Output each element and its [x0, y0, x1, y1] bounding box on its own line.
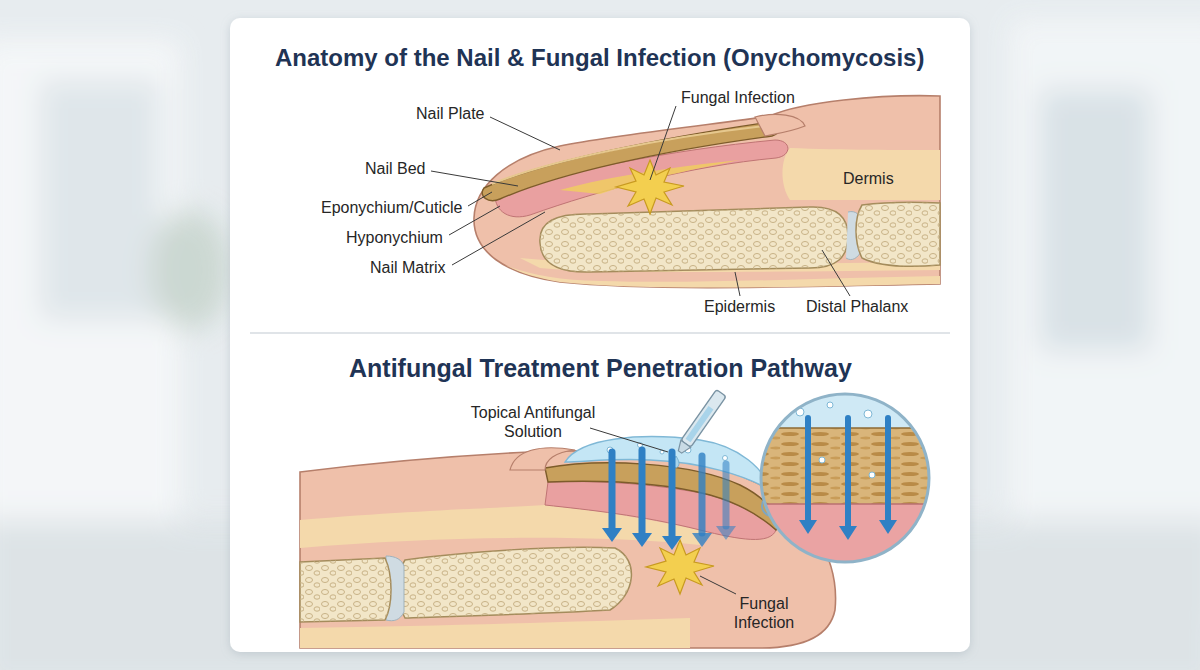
part-label: Eponychium/Cuticle	[321, 198, 462, 217]
part-label: Topical Antifungal Solution	[458, 403, 608, 441]
diagram-title: Anatomy of the Nail & Fungal Infection (…	[275, 44, 924, 73]
part-label: Dermis	[843, 169, 894, 188]
part-label: Nail Plate	[416, 104, 484, 123]
section-heading: Antifungal Treatment Penetration Pathway	[349, 353, 852, 383]
part-label: Hyponychium	[346, 228, 443, 247]
part-label: Nail Bed	[365, 159, 425, 178]
part-label: Fungal Infection	[681, 88, 795, 107]
part-label: Epidermis	[704, 297, 775, 316]
part-label: Distal Phalanx	[806, 297, 908, 316]
part-label: Fungal Infection	[719, 594, 809, 632]
part-label: Nail Matrix	[370, 258, 446, 277]
